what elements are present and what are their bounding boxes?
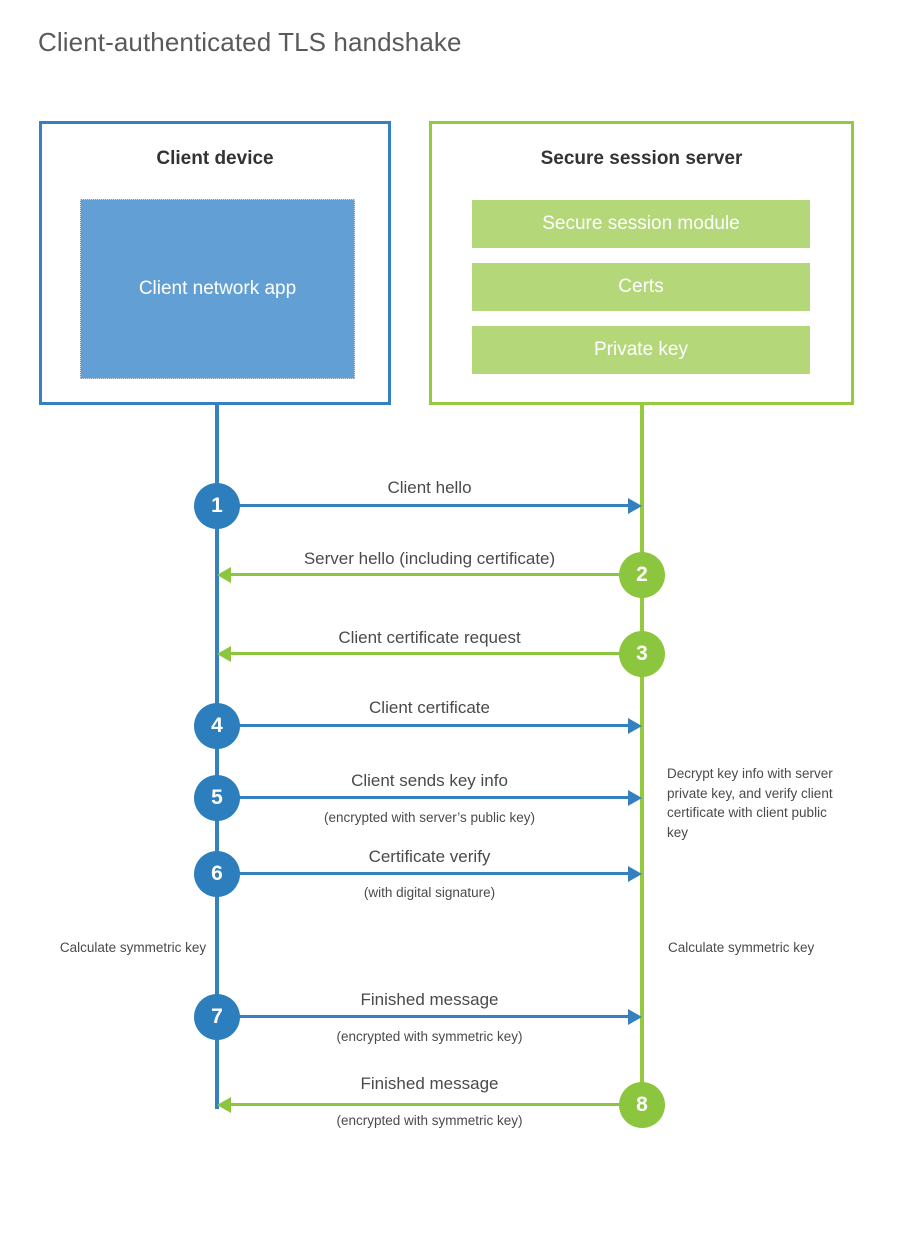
annotation-decrypt-key-info: Decrypt key info with server private key… — [667, 766, 833, 840]
page-title: Client-authenticated TLS handshake — [38, 27, 462, 57]
server-module-private-key: Private key — [472, 326, 810, 374]
step-6-sublabel: (with digital signature) — [363, 885, 496, 900]
step-4-arrow-line — [217, 724, 629, 727]
annotation-server-calculate-symmetric-key: Calculate symmetric key — [668, 940, 815, 955]
step-3-arrowhead-icon — [217, 645, 231, 662]
step-4-badge[interactable]: 4 — [194, 703, 240, 749]
step-8-badge[interactable]: 8 — [619, 1082, 665, 1128]
step-2-arrow-line — [231, 573, 642, 576]
step-8-arrowhead-icon — [217, 1096, 231, 1113]
step-6-badge[interactable]: 6 — [194, 851, 240, 897]
step-7-label: Finished message — [360, 990, 499, 1009]
step-6-arrowhead-icon — [628, 865, 642, 882]
step-4-arrowhead-icon — [628, 717, 642, 734]
step-6-label: Certificate verify — [368, 847, 491, 866]
server-module-certs: Certs — [472, 263, 810, 311]
client-device-box: Client device Client network app — [39, 121, 391, 405]
client-network-app-block: Client network app — [80, 199, 355, 379]
step-5-label: Client sends key info — [351, 771, 508, 790]
step-3-label: Client certificate request — [338, 628, 521, 647]
client-lifeline — [215, 404, 219, 1109]
step-1-label: Client hello — [387, 478, 472, 497]
step-2-badge[interactable]: 2 — [619, 552, 665, 598]
step-8-sublabel: (encrypted with symmetric key) — [336, 1113, 523, 1128]
step-2-label: Server hello (including certificate) — [303, 549, 556, 568]
secure-session-server-box: Secure session server Secure session mod… — [429, 121, 854, 405]
annotation-client-calculate-symmetric-key: Calculate symmetric key — [59, 940, 207, 955]
step-7-badge[interactable]: 7 — [194, 994, 240, 1040]
step-1-badge[interactable]: 1 — [194, 483, 240, 529]
step-5-sublabel: (encrypted with server’s public key) — [323, 810, 536, 825]
step-1-arrow-line — [217, 504, 629, 507]
step-7-sublabel: (encrypted with symmetric key) — [336, 1029, 523, 1044]
server-module-secure-session-module: Secure session module — [472, 200, 810, 248]
step-5-badge[interactable]: 5 — [194, 775, 240, 821]
step-1-arrowhead-icon — [628, 497, 642, 514]
step-8-arrow-line — [231, 1103, 642, 1106]
step-3-arrow-line — [231, 652, 642, 655]
step-7-arrow-line — [217, 1015, 629, 1018]
client-device-title: Client device — [156, 148, 274, 169]
server-module-label: Certs — [618, 276, 664, 297]
step-4-label: Client certificate — [369, 698, 490, 717]
step-5-arrow-line — [217, 796, 629, 799]
step-6-arrow-line — [217, 872, 629, 875]
secure-session-server-title: Secure session server — [540, 148, 743, 169]
step-3-badge[interactable]: 3 — [619, 631, 665, 677]
client-network-app-label: Client network app — [138, 278, 297, 300]
server-module-label: Secure session module — [542, 213, 740, 234]
server-module-label: Private key — [594, 339, 688, 360]
step-8-label: Finished message — [360, 1074, 499, 1093]
step-5-arrowhead-icon — [628, 789, 642, 806]
server-lifeline — [640, 404, 644, 1109]
step-7-arrowhead-icon — [628, 1008, 642, 1025]
step-2-arrowhead-icon — [217, 566, 231, 583]
